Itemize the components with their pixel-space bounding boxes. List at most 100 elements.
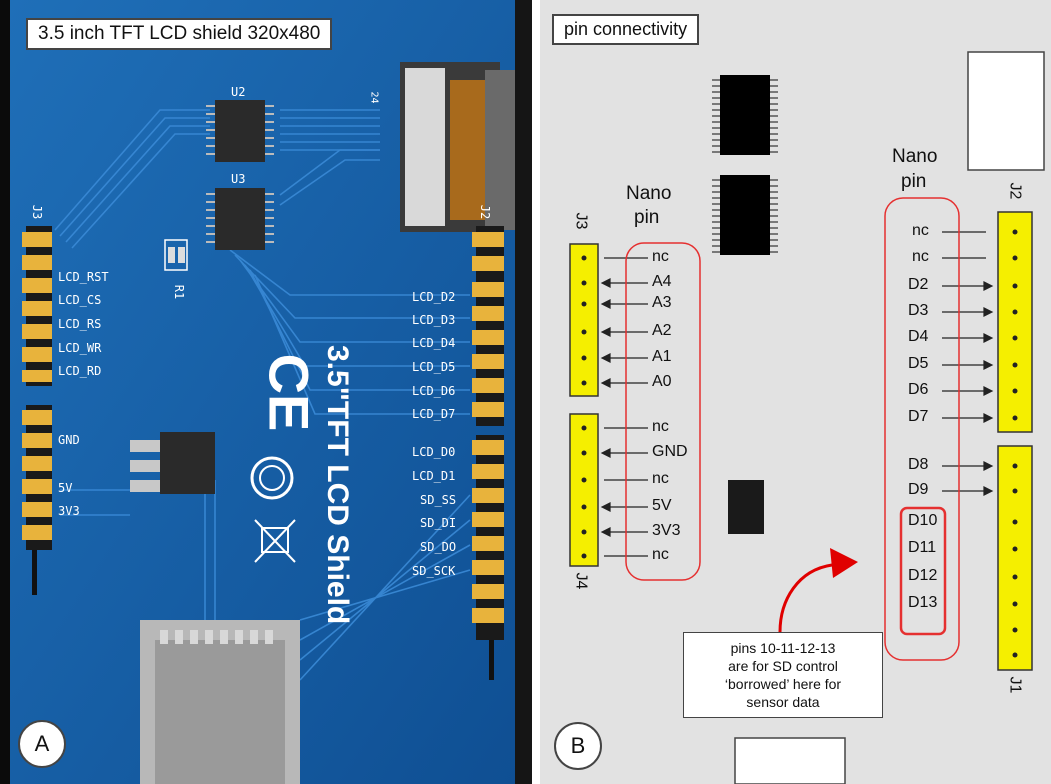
- left-pin-label: LCD_RS: [58, 317, 102, 331]
- right-nano-pin: D11: [908, 539, 937, 556]
- right-nano-pin: D9: [908, 481, 929, 498]
- note-line: sensor data: [746, 694, 820, 710]
- pin-dot: [1012, 309, 1018, 315]
- pin-dot: [581, 380, 587, 386]
- pin-dot: [1012, 415, 1018, 421]
- pin-dot: [1012, 229, 1018, 235]
- right-pin-label: LCD_D3: [412, 313, 456, 327]
- pin-dot: [1012, 574, 1018, 580]
- pin-dot: [1012, 362, 1018, 368]
- right-pin-label: LCD_D6: [412, 384, 456, 398]
- red-arrow-head: [830, 548, 858, 578]
- label-r1: R1: [172, 284, 187, 300]
- ce-logo: CE: [257, 353, 321, 432]
- sd-pins-highlight: [899, 506, 947, 636]
- pin-arrow: [983, 486, 994, 496]
- red-arrow-line: [778, 563, 833, 633]
- right-pin-label: LCD_D2: [412, 290, 456, 304]
- pin-dot: [581, 553, 587, 559]
- pin-dot: [581, 329, 587, 335]
- pcb-traces: [54, 109, 471, 681]
- left-nano-pin: 3V3: [652, 522, 681, 539]
- left-nano-pin: nc: [652, 418, 669, 435]
- right-nano-pin: D10: [908, 512, 938, 529]
- nano-pin-heading-left: Nano: [626, 183, 672, 204]
- panel-b-pin-connectivity: pin connectivity Nano pin Nano pin J3 J4…: [540, 0, 1051, 784]
- pin-diagram: [569, 51, 1045, 784]
- pin-dot: [1012, 283, 1018, 289]
- right-nano-pin: D4: [908, 328, 929, 345]
- left-pin-label: LCD_RST: [58, 270, 109, 284]
- ic-chip-bottom: [720, 175, 770, 255]
- header-j2: [997, 211, 1033, 433]
- pin-arrow: [983, 281, 994, 291]
- pin-dot: [1012, 601, 1018, 607]
- pin-arrow: [983, 307, 994, 317]
- pin-dot: [581, 355, 587, 361]
- label-u3: U3: [231, 172, 246, 186]
- left-nano-outline: [625, 242, 701, 581]
- ic-small: [728, 480, 764, 534]
- header-label-j1: J1: [1006, 676, 1024, 694]
- pin-arrow: [600, 327, 611, 337]
- chip-u2: [215, 100, 265, 162]
- pin-dot: [1012, 627, 1018, 633]
- right-pin-label: LCD_D4: [412, 336, 456, 350]
- pin-dot: [1012, 255, 1018, 261]
- left-nano-pin: A4: [652, 273, 672, 290]
- left-nano-pin: GND: [652, 443, 688, 460]
- left-pin-label: LCD_WR: [58, 341, 102, 355]
- ccc-mark: [250, 456, 294, 500]
- right-nano-pin: D7: [908, 408, 929, 425]
- right-pin-label: SD_DI: [420, 516, 457, 530]
- weee-bin-icon: [254, 519, 296, 563]
- right-nano-pin: nc: [912, 222, 929, 239]
- right-nano-pin: D3: [908, 302, 929, 319]
- voltage-regulator: [160, 432, 215, 494]
- right-pin-label: SD_DO: [420, 540, 457, 554]
- right-nano-outline: [884, 197, 960, 661]
- header-j4: [569, 413, 599, 567]
- panel-a-badge: A: [18, 720, 66, 768]
- left-nano-pin: A1: [652, 348, 672, 365]
- right-nano-pin: D6: [908, 381, 929, 398]
- header-j3: [569, 243, 599, 397]
- nano-pin-heading-right-2: pin: [901, 171, 927, 192]
- right-nano-pin: D12: [908, 567, 938, 584]
- pin-arrow: [983, 413, 994, 423]
- pin-dot: [581, 529, 587, 535]
- panel-a-shield-photo: 3.5 inch TFT LCD shield 320x480 U2 U3 R1…: [0, 0, 532, 784]
- header-label-j2: J2: [1006, 182, 1024, 200]
- pin-arrow: [983, 333, 994, 343]
- left-nano-pin: A3: [652, 294, 672, 311]
- left-nano-pin: A0: [652, 373, 672, 390]
- pin-dot: [1012, 335, 1018, 341]
- pin-dot: [581, 255, 587, 261]
- board-brand-text: 3.5"TFT LCD Shield: [321, 345, 354, 625]
- header-label-j4: J4: [572, 572, 590, 590]
- pin-dot: [1012, 388, 1018, 394]
- panel-b-title: pin connectivity: [552, 14, 700, 45]
- label-j2: J2: [478, 204, 493, 220]
- pin-dot: [581, 450, 587, 456]
- note-line: are for SD control: [728, 658, 838, 674]
- pin-dot: [581, 504, 587, 510]
- pin-dot: [581, 425, 587, 431]
- nano-pin-heading-left-2: pin: [634, 207, 660, 228]
- left-nano-pin: A2: [652, 322, 672, 339]
- pin-arrow: [600, 353, 611, 363]
- right-pin-label: LCD_D0: [412, 445, 456, 459]
- right-nano-pin: D5: [908, 355, 929, 372]
- left-pin-label: GND: [58, 433, 80, 447]
- right-nano-pin: nc: [912, 248, 929, 265]
- label-j3: J3: [30, 204, 45, 220]
- pin-arrow: [983, 360, 994, 370]
- sd-pins-note: pins 10-11-12-13 are for SD control ‘bor…: [683, 632, 883, 718]
- left-pin-label: LCD_RD: [58, 364, 102, 378]
- pin-arrow: [600, 378, 611, 388]
- right-pin-label: SD_SCK: [412, 564, 456, 578]
- ic-chip-top: [720, 75, 770, 155]
- pin-arrow: [983, 461, 994, 471]
- left-nano-pin: nc: [652, 248, 669, 265]
- left-pin-label: 3V3: [58, 504, 80, 518]
